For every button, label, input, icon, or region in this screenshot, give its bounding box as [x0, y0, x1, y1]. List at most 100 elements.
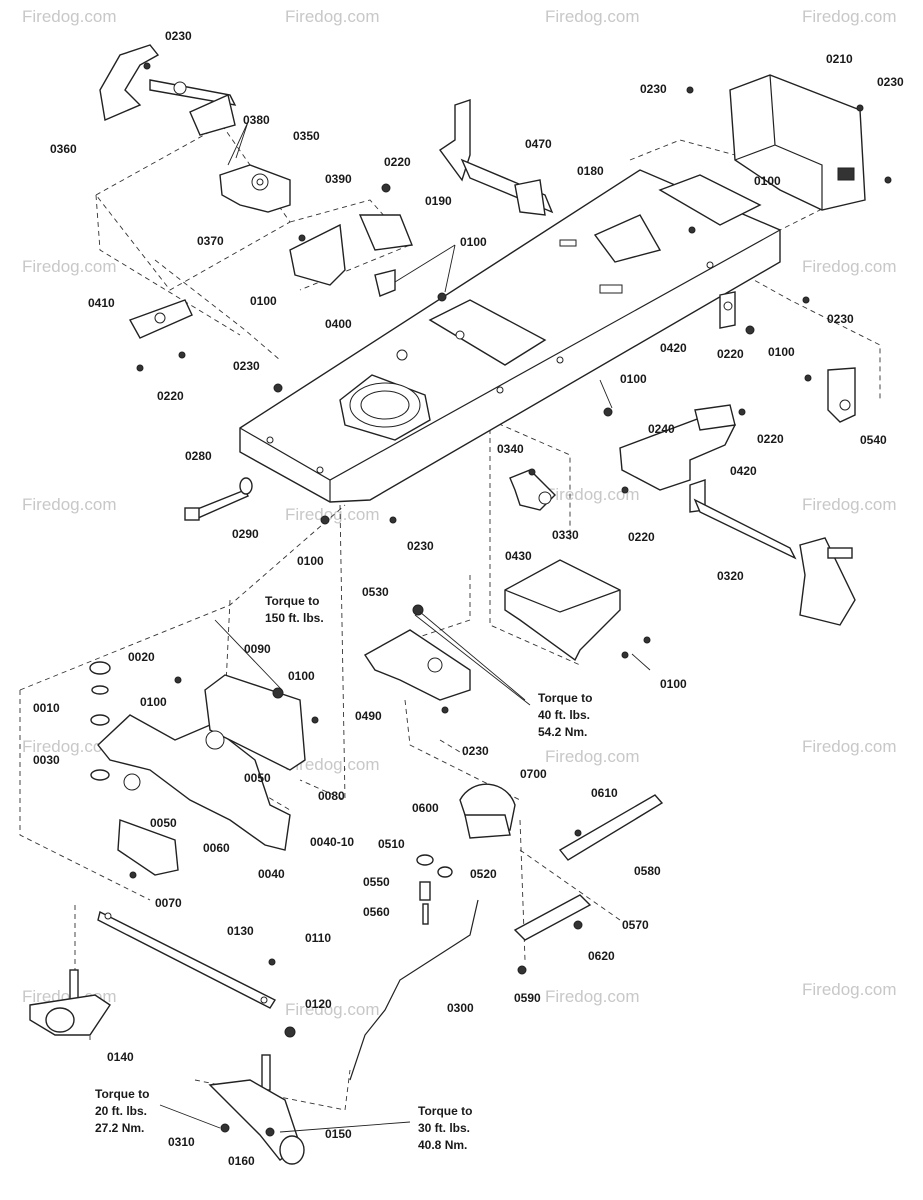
- label-0100: 0100: [140, 695, 167, 709]
- label-0600: 0600: [412, 801, 439, 815]
- label-0220: 0220: [717, 347, 744, 361]
- label-0100: 0100: [660, 677, 687, 691]
- watermark: Firedog.com: [545, 747, 639, 766]
- label-0360: 0360: [50, 142, 77, 156]
- torque-note-line: 30 ft. lbs.: [418, 1121, 470, 1135]
- watermark: Firedog.com: [545, 987, 639, 1006]
- watermark: Firedog.com: [285, 755, 379, 774]
- label-0020: 0020: [128, 650, 155, 664]
- label-0580: 0580: [634, 864, 661, 878]
- part-0140: [29, 969, 111, 1036]
- part-0700: [459, 783, 516, 839]
- label-0430: 0430: [505, 549, 532, 563]
- label-0100: 0100: [460, 235, 487, 249]
- label-0390: 0390: [325, 172, 352, 186]
- label-0220: 0220: [384, 155, 411, 169]
- label-0040-10: 0040-10: [310, 835, 354, 849]
- label-0220: 0220: [757, 432, 784, 446]
- label-0100: 0100: [288, 669, 315, 683]
- part-0040: [89, 661, 306, 876]
- watermark: Firedog.com: [802, 257, 896, 276]
- label-0210: 0210: [826, 52, 853, 66]
- label-0220: 0220: [628, 530, 655, 544]
- label-0080: 0080: [318, 789, 345, 803]
- label-0130: 0130: [227, 924, 254, 938]
- part-0490: [363, 629, 471, 701]
- label-0100: 0100: [768, 345, 795, 359]
- label-0620: 0620: [588, 949, 615, 963]
- label-0050: 0050: [244, 771, 271, 785]
- torque-note-line: 40 ft. lbs.: [538, 708, 590, 722]
- label-0560: 0560: [363, 905, 390, 919]
- label-0350: 0350: [293, 129, 320, 143]
- label-0030: 0030: [33, 753, 60, 767]
- label-0320: 0320: [717, 569, 744, 583]
- label-0370: 0370: [197, 234, 224, 248]
- label-0310: 0310: [168, 1135, 195, 1149]
- watermark: Firedog.com: [22, 495, 116, 514]
- label-0470: 0470: [525, 137, 552, 151]
- torque-note-line: Torque to: [418, 1104, 472, 1118]
- label-0050: 0050: [150, 816, 177, 830]
- label-0150: 0150: [325, 1127, 352, 1141]
- part-labels: 0230 0360 0380 0350 0370 0220 0390 0190 …: [33, 29, 904, 1168]
- watermark: Firedog.com: [802, 7, 896, 26]
- label-0230: 0230: [462, 744, 489, 758]
- label-0230: 0230: [233, 359, 260, 373]
- label-0060: 0060: [203, 841, 230, 855]
- part-0420: [719, 291, 856, 423]
- label-0110: 0110: [305, 931, 331, 945]
- label-0070: 0070: [155, 896, 182, 910]
- torque-note-line: 27.2 Nm.: [95, 1121, 144, 1135]
- watermark: Firedog.com: [285, 1000, 379, 1019]
- label-0530: 0530: [362, 585, 389, 599]
- label-0100: 0100: [250, 294, 277, 308]
- label-0570: 0570: [622, 918, 649, 932]
- watermark: Firedog.com: [22, 737, 116, 756]
- part-0160: [208, 1054, 305, 1165]
- part-0370: [219, 164, 291, 213]
- label-0490: 0490: [355, 709, 382, 723]
- label-0160: 0160: [228, 1154, 255, 1168]
- part-0210: [729, 74, 866, 211]
- hardware: [129, 62, 892, 1137]
- watermark: Firedog.com: [802, 980, 896, 999]
- label-0700: 0700: [520, 767, 547, 781]
- watermark: Firedog.com: [802, 737, 896, 756]
- watermark: Firedog.com: [802, 495, 896, 514]
- label-0230: 0230: [640, 82, 667, 96]
- label-0010: 0010: [33, 701, 60, 715]
- watermark: Firedog.com: [545, 485, 639, 504]
- label-0120: 0120: [305, 997, 332, 1011]
- label-0590: 0590: [514, 991, 541, 1005]
- label-0280: 0280: [185, 449, 212, 463]
- label-0180: 0180: [577, 164, 604, 178]
- part-0130: [97, 910, 277, 1009]
- label-0520: 0520: [470, 867, 497, 881]
- watermark: Firedog.com: [22, 7, 116, 26]
- watermark: Firedog.com: [285, 505, 379, 524]
- part-0580: [513, 794, 664, 941]
- label-0230: 0230: [407, 539, 434, 553]
- part-0410: [128, 299, 193, 339]
- part-0360: [99, 44, 237, 136]
- part-0470: [439, 99, 554, 216]
- part-0290: [184, 477, 253, 521]
- watermark-layer: Firedog.com Firedog.com Firedog.com Fire…: [22, 7, 896, 1019]
- label-0240: 0240: [648, 422, 675, 436]
- label-0410: 0410: [88, 296, 115, 310]
- label-0230: 0230: [165, 29, 192, 43]
- label-0400: 0400: [325, 317, 352, 331]
- label-0550: 0550: [363, 875, 390, 889]
- label-0340: 0340: [497, 442, 524, 456]
- label-0420: 0420: [730, 464, 757, 478]
- label-0190: 0190: [425, 194, 452, 208]
- watermark: Firedog.com: [22, 257, 116, 276]
- label-0090: 0090: [244, 642, 271, 656]
- label-0380: 0380: [243, 113, 270, 127]
- label-0610: 0610: [591, 786, 618, 800]
- torque-note-line: 54.2 Nm.: [538, 725, 587, 739]
- part-0300: [349, 899, 479, 1081]
- label-0540: 0540: [860, 433, 887, 447]
- label-0040: 0040: [258, 867, 285, 881]
